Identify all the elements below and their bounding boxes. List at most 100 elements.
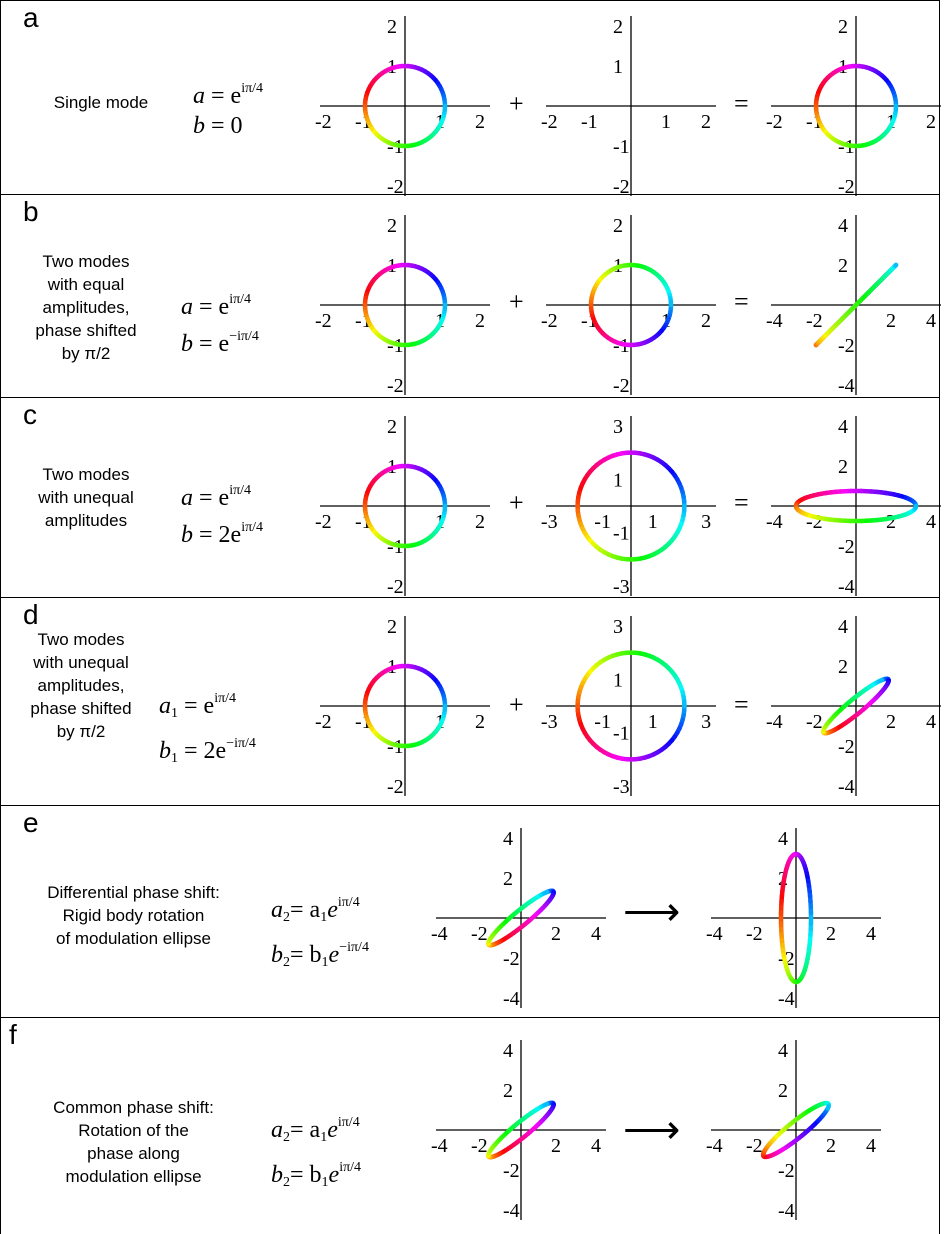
y-tick-label: -2 [387, 576, 404, 598]
curve-segment [825, 1104, 831, 1111]
panel-description: Two modes with unequal amplitudes [38, 465, 134, 530]
x-tick-label: -4 [706, 1135, 723, 1157]
y-tick-label: 2 [387, 616, 397, 638]
y-tick-label: 1 [613, 469, 623, 491]
curve-segment [877, 677, 885, 684]
x-tick-label: -2 [315, 511, 332, 533]
y-tick-label: 4 [778, 1040, 788, 1062]
y-tick-label: -2 [838, 536, 855, 558]
y-tick-label: -4 [503, 1200, 520, 1222]
x-tick-label: -2 [315, 111, 332, 133]
y-tick-label: -2 [387, 776, 404, 798]
panel-description: Single mode [53, 93, 149, 112]
y-tick-label: 4 [838, 215, 848, 237]
y-tick-label: 2 [838, 456, 848, 478]
x-tick-label: 2 [551, 1135, 561, 1157]
arrow-icon: ⟶ [623, 890, 681, 934]
x-tick-label: -2 [806, 310, 823, 332]
panel-description: Two modes with unequal amplitudes, phase… [30, 630, 132, 741]
y-tick-label: 2 [613, 215, 623, 237]
x-tick-label: 2 [926, 111, 936, 133]
curve-segment [542, 889, 550, 896]
x-tick-label: 4 [926, 310, 936, 332]
x-tick-label: -2 [315, 310, 332, 332]
y-tick-label: -4 [778, 1200, 795, 1222]
y-tick-label: -4 [838, 576, 855, 598]
y-tick-label: -4 [778, 988, 795, 1010]
equation-2: b2= b1e−iπ/4 [271, 940, 369, 970]
x-tick-label: 1 [648, 711, 658, 733]
equals-sign: = [734, 89, 749, 118]
x-tick-label: -4 [431, 1135, 448, 1157]
x-tick-label: -1 [594, 511, 611, 533]
y-tick-label: -2 [387, 375, 404, 397]
panel-description: Two modes with equal amplitudes, phase s… [35, 252, 137, 363]
plus-sign: + [509, 287, 524, 316]
x-tick-label: 2 [551, 923, 561, 945]
x-tick-label: -1 [594, 711, 611, 733]
x-tick-label: -2 [746, 1135, 763, 1157]
y-tick-label: 2 [387, 215, 397, 237]
equations: a = eiπ/4 b = e−iπ/4 [181, 285, 259, 359]
x-tick-label: -4 [766, 310, 783, 332]
y-tick-label: 1 [613, 669, 623, 691]
y-tick-label: -2 [613, 375, 630, 397]
x-tick-label: 2 [475, 111, 485, 133]
y-tick-label: 2 [387, 16, 397, 38]
panel-letter: d [23, 599, 39, 630]
equation-2: b = 2eiπ/4 [181, 520, 264, 548]
x-tick-label: 4 [866, 923, 876, 945]
panel-c: c Two modes with unequal amplitudes a = … [0, 398, 941, 598]
x-tick-label: 2 [475, 711, 485, 733]
x-tick-label: -2 [315, 711, 332, 733]
equation-2: b2= b1eiπ/4 [271, 1160, 362, 1190]
x-tick-label: 2 [886, 310, 896, 332]
y-tick-label: -4 [838, 776, 855, 798]
y-tick-label: -2 [838, 176, 855, 198]
y-tick-label: 4 [503, 828, 513, 850]
y-tick-label: -3 [613, 776, 630, 798]
x-tick-label: 1 [661, 111, 671, 133]
y-tick-label: 2 [613, 16, 623, 38]
x-tick-label: 2 [475, 511, 485, 533]
x-tick-label: -3 [541, 711, 558, 733]
x-tick-label: 2 [475, 310, 485, 332]
x-tick-label: -4 [431, 923, 448, 945]
y-tick-label: -4 [503, 988, 520, 1010]
x-tick-label: -2 [806, 711, 823, 733]
panel-letter: a [23, 2, 39, 33]
equations: a2= a1eiπ/4 b2= b1e−iπ/4 [271, 888, 369, 978]
equation-1: a2= a1eiπ/4 [271, 1115, 360, 1145]
y-tick-label: -1 [613, 723, 630, 745]
y-tick-label: 2 [778, 1080, 788, 1102]
y-tick-label: -2 [838, 335, 855, 357]
arrow-icon: ⟶ [623, 1108, 681, 1152]
x-tick-label: -1 [581, 111, 598, 133]
y-tick-label: 2 [838, 656, 848, 678]
x-tick-label: 2 [886, 511, 896, 533]
y-tick-label: 2 [503, 868, 513, 890]
plus-sign: + [509, 488, 524, 517]
y-tick-label: -2 [778, 1160, 795, 1182]
y-tick-label: 4 [838, 616, 848, 638]
y-tick-label: -2 [503, 1160, 520, 1182]
panel-d: d Two modes with unequal amplitudes, pha… [0, 598, 941, 806]
panel-letter: b [23, 196, 39, 227]
equals-sign: = [734, 287, 749, 316]
y-tick-label: -1 [613, 523, 630, 545]
x-tick-label: 4 [866, 1135, 876, 1157]
y-tick-label: -4 [838, 375, 855, 397]
equation-2: b1 = 2e−iπ/4 [159, 736, 256, 766]
y-tick-label: 4 [778, 828, 788, 850]
y-tick-label: 4 [838, 416, 848, 438]
x-tick-label: 4 [926, 711, 936, 733]
